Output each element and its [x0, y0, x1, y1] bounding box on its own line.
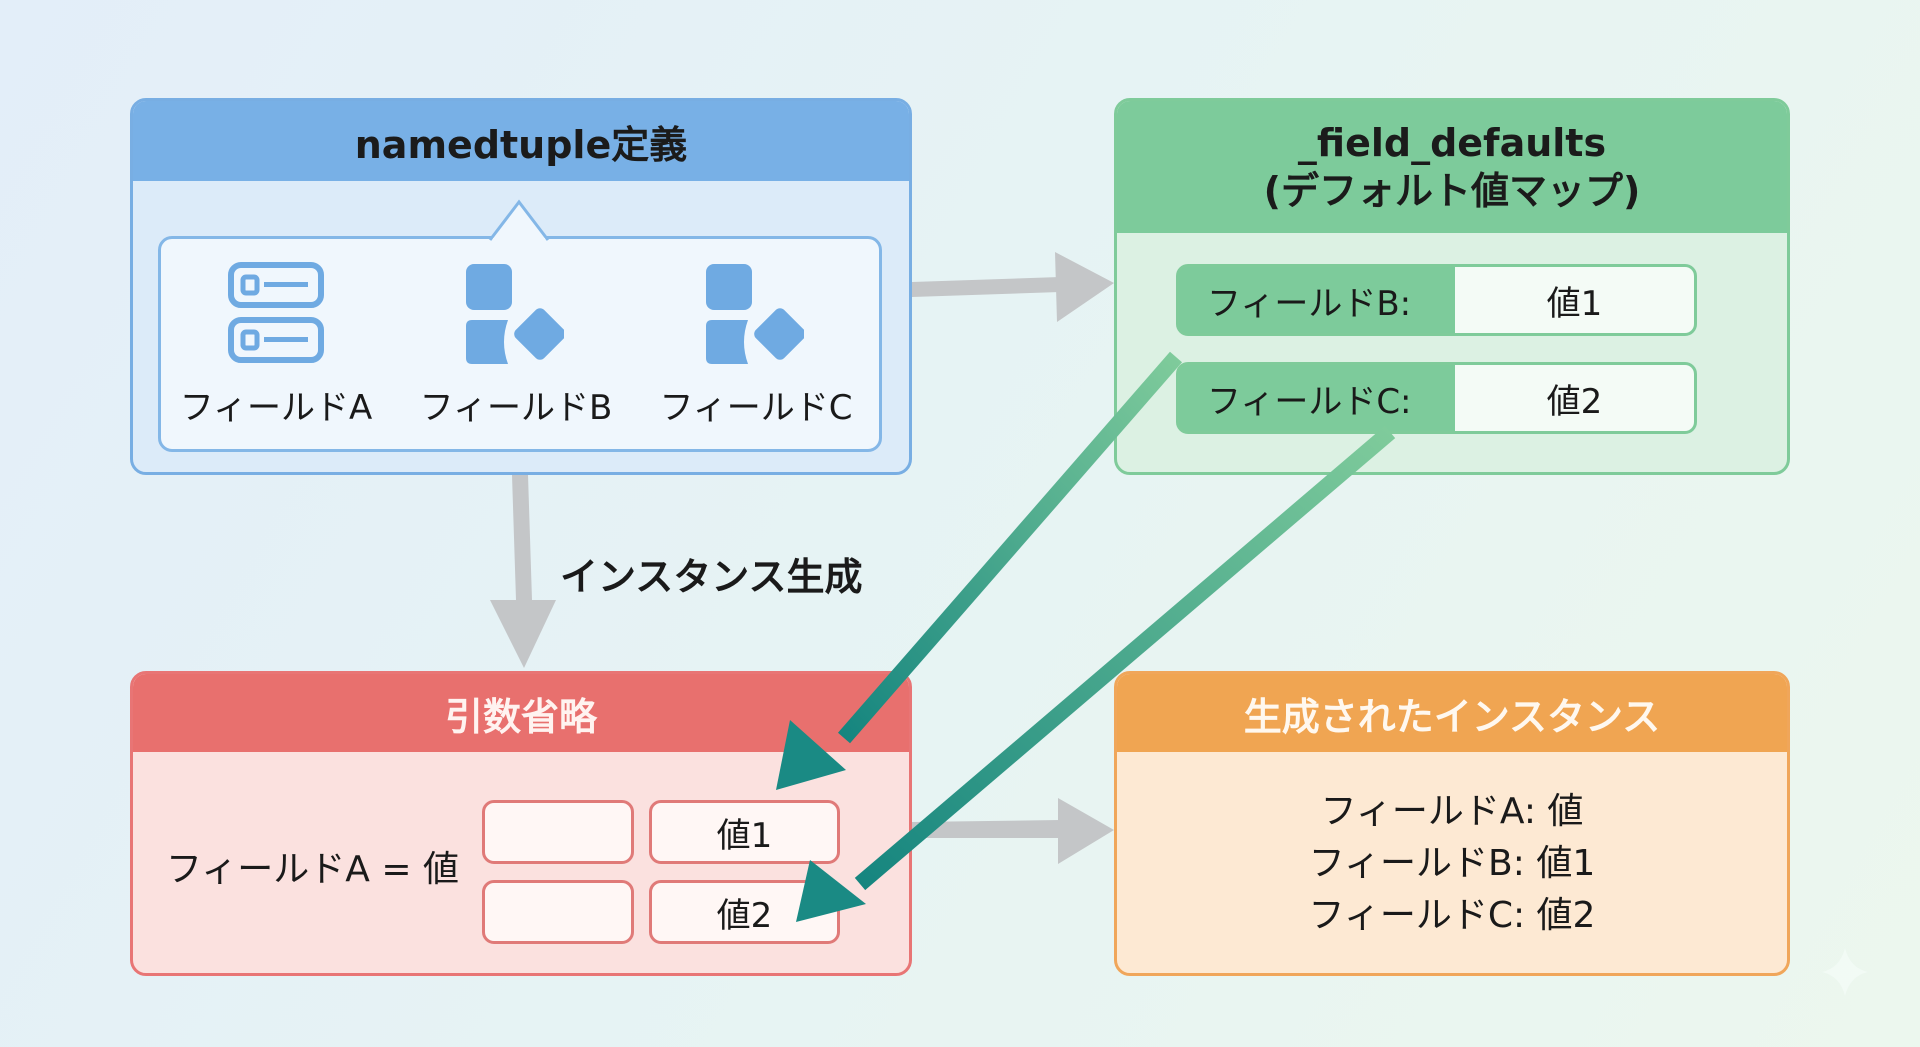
panel-pointer	[488, 199, 550, 242]
result-fields: フィールドA: 値 フィールドB: 値1 フィールドC: 値2	[1117, 786, 1787, 942]
default-arrow-b	[776, 351, 1183, 790]
field-a-label: フィールドA	[179, 388, 373, 428]
sparkle-icon	[1822, 948, 1868, 996]
shapes-icon	[466, 264, 564, 364]
flow-arrow-right-bottom	[912, 798, 1114, 864]
result-title: 生成されたインスタンス	[1117, 674, 1787, 752]
default-arrow-c	[796, 425, 1396, 922]
result-line: フィールドC: 値2	[1308, 895, 1596, 936]
default-key: フィールドB:	[1207, 283, 1412, 324]
defaults-title: _field_defaults (デフォルト値マップ)	[1117, 101, 1787, 233]
form-fields-icon	[228, 262, 324, 363]
assignment-text: フィールドA = 値	[166, 849, 459, 890]
default-key: フィールドC:	[1207, 381, 1412, 422]
arg-slot	[482, 800, 634, 864]
arg-slot: 値1	[649, 800, 840, 864]
flow-arrow-right-top	[912, 252, 1114, 322]
instantiation-label: インスタンス生成	[560, 555, 863, 599]
result-instance-box: 生成されたインスタンス フィールドA: 値 フィールドB: 値1 フィールドC:…	[1114, 671, 1790, 976]
defaults-title-line1: _field_defaults	[1297, 121, 1607, 165]
field-c-label: フィールドC	[659, 388, 853, 428]
default-entry-b: フィールドB: 値1	[1176, 264, 1697, 336]
flow-arrow-down	[490, 475, 556, 668]
result-line: フィールドB: 値1	[1308, 843, 1596, 884]
result-line: フィールドA: 値	[1320, 791, 1584, 832]
field-b-label: フィールドB	[419, 388, 613, 428]
default-value: 値1	[1455, 267, 1694, 333]
defaults-title-line2: (デフォルト値マップ)	[1263, 169, 1641, 213]
omitted-title: 引数省略	[133, 674, 909, 752]
shapes-icon	[706, 264, 804, 364]
default-entry-c: フィールドC: 値2	[1176, 362, 1697, 434]
default-value: 値2	[1455, 365, 1694, 431]
arg-slot	[482, 880, 634, 944]
definition-title: namedtuple定義	[133, 101, 909, 181]
